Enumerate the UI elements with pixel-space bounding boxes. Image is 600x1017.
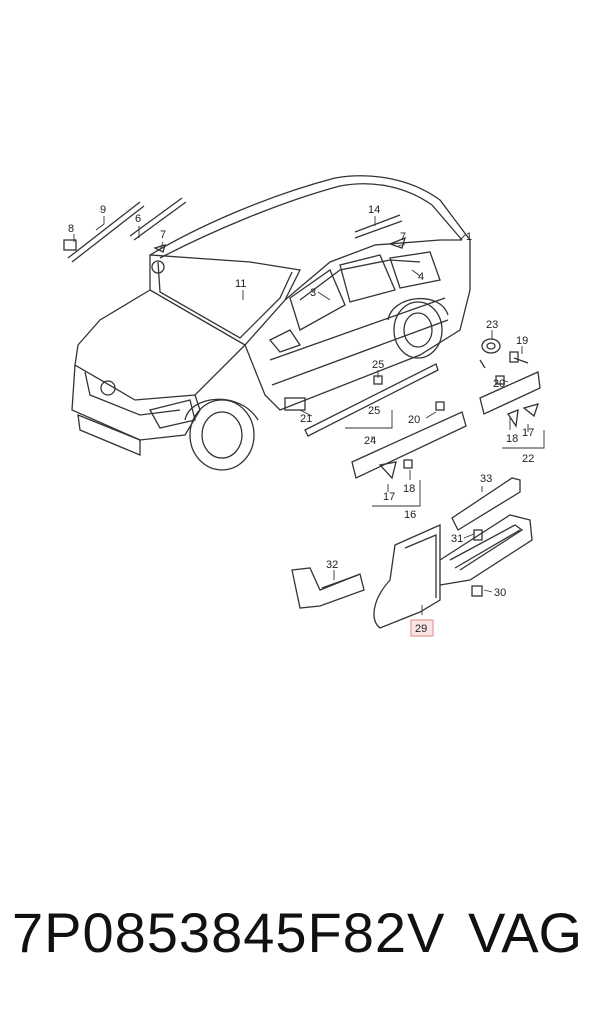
callout-4: 4 (418, 271, 424, 283)
callout-9: 9 (100, 204, 106, 216)
part-number: 7P0853845F82V (12, 901, 446, 964)
callout-labels: 1 3 4 6 7 7 8 9 11 14 16 17 17 18 18 19 … (68, 204, 534, 635)
callout-31: 31 (451, 533, 463, 545)
callout-11: 11 (235, 278, 246, 290)
callout-24: 24 (364, 435, 376, 447)
sill-panels (291, 477, 533, 629)
callout-7a: 7 (160, 229, 166, 241)
callout-30: 30 (494, 587, 506, 599)
callout-6: 6 (135, 213, 141, 225)
callout-20b: 20 (493, 378, 505, 390)
callout-8: 8 (68, 223, 74, 235)
side-moldings (284, 338, 541, 480)
callout-7b: 7 (400, 231, 406, 243)
callout-14: 14 (368, 204, 380, 216)
callout-19: 19 (516, 335, 528, 347)
callout-17a: 17 (383, 491, 395, 503)
callout-25a: 25 (372, 359, 384, 371)
leader-lines (73, 216, 545, 615)
callout-22: 22 (522, 453, 534, 465)
callout-17b: 17 (522, 427, 534, 439)
callout-3: 3 (310, 287, 316, 299)
callout-33: 33 (480, 473, 492, 485)
callout-32: 32 (326, 559, 338, 571)
highlight-box (410, 619, 434, 637)
callout-20a: 20 (408, 414, 420, 426)
callout-29: 29 (415, 623, 427, 635)
brand-label: VAG (468, 901, 583, 964)
callout-16: 16 (404, 509, 416, 521)
callout-23: 23 (486, 319, 498, 331)
callout-25b: 25 (368, 405, 380, 417)
callout-1: 1 (466, 231, 472, 243)
parts-diagram: 1 3 4 6 7 7 8 9 11 14 16 17 17 18 18 19 … (63, 175, 545, 637)
callout-18b: 18 (506, 433, 518, 445)
vehicle-outline (71, 175, 471, 471)
callout-21: 21 (300, 413, 312, 425)
callout-18a: 18 (403, 483, 415, 495)
